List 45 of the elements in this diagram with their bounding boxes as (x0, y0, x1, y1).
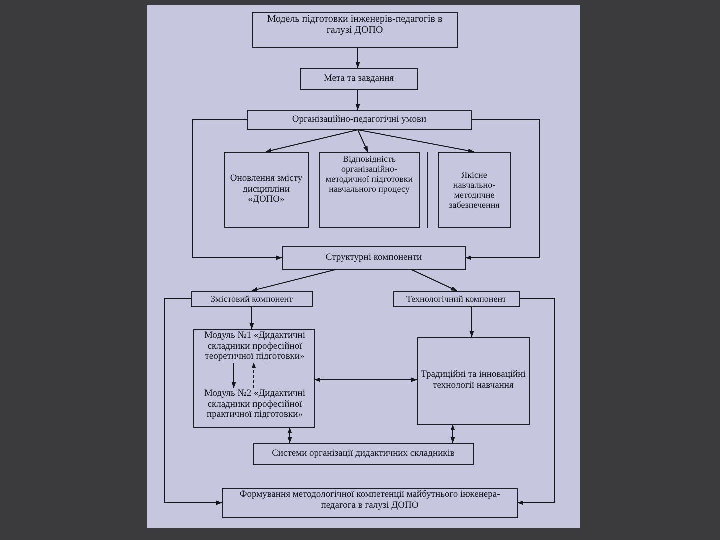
arrow (232, 362, 236, 388)
process-box (191, 291, 313, 307)
module-text: Модуль №2 «Дидактичні складники професійної практичної підготовки» (196, 389, 314, 425)
process-box (252, 12, 458, 48)
process-box (247, 110, 472, 130)
box-label: Технологічний компонент (406, 294, 506, 304)
process-box (393, 291, 520, 307)
box-label: Змістовий компонент (211, 294, 293, 304)
arrow (356, 48, 360, 68)
arrow (164, 298, 222, 506)
process-box (438, 152, 511, 228)
process-box (300, 68, 418, 90)
arrow (358, 130, 474, 154)
arrow (288, 428, 292, 444)
box-label: Системи організації дидактичних складників (272, 448, 455, 460)
arrow (518, 298, 556, 506)
module-text: Модуль №1 «Дидактичні складники професійної теоретичної підготовки» (196, 331, 314, 364)
group-box (193, 329, 315, 428)
arrow (266, 130, 358, 153)
box-label: Відповідність організаційно-методичної підготовки навчального процесу (324, 154, 414, 194)
box-label: Якісне навчально-методичне забезпечення (448, 170, 501, 210)
arrow (356, 90, 360, 110)
arrow (250, 306, 254, 330)
arrow (412, 270, 458, 292)
arrow (358, 130, 368, 152)
box-label: Модель підготовки інженерів-педагогів в галузі ДОПО (266, 14, 444, 36)
box-label: Організаційно-педагогічні умови (292, 114, 427, 126)
process-box (253, 443, 474, 465)
arrow (466, 120, 540, 260)
box-label: Формування методологічної компетенції майбутнього інженера-педагога в галузі ДОПО (238, 490, 502, 512)
process-box (222, 488, 518, 518)
arrow (450, 424, 456, 444)
process-box (282, 246, 466, 270)
box-label: Мета та завдання (324, 74, 394, 84)
arrow (252, 270, 336, 292)
box-label: Структурні компоненти (326, 252, 422, 264)
box-label: Традиційні та інноваційні технології навчання (421, 370, 526, 392)
arrow (314, 378, 418, 382)
box-label: Оновлення змісту дисципліни «ДОПО» (229, 174, 304, 206)
process-box (417, 337, 530, 425)
process-box (319, 152, 420, 228)
process-box (224, 152, 309, 228)
arrow (252, 362, 256, 388)
arrow (192, 120, 282, 260)
arrow (470, 306, 474, 338)
